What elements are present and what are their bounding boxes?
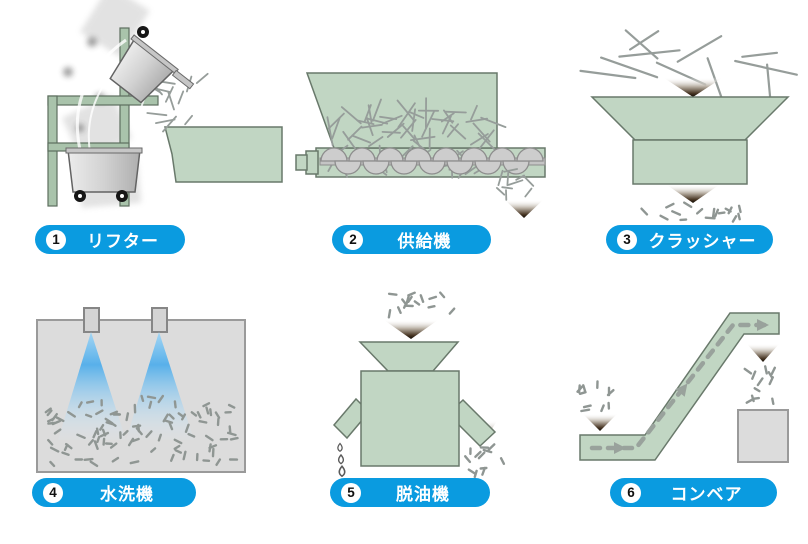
step-number-badge: 5 [341,482,361,503]
spray-nozzle-icon [151,307,168,333]
flow-arrowhead-icon [614,442,626,454]
feeder-illustration [295,72,546,218]
flow-arrowhead-icon [757,319,769,331]
washed-chips [44,394,239,468]
flow-arrow-down-icon [583,414,617,431]
step-number-badge: 6 [621,482,641,503]
flow-arrowhead-icon [675,383,688,397]
step-label-text: 脱油機 [396,485,450,504]
step-label-text: 水洗機 [100,485,154,504]
step-label-text: リフター [87,232,159,251]
feeder-output-chips [495,168,535,201]
washer-illustration [36,307,246,473]
deoiler-output-chips [464,443,506,479]
oil-drip-icon [337,442,346,478]
feeder-hopper [305,72,498,149]
flow-arrow-down-icon [667,185,719,203]
step-number-badge: 2 [343,229,363,250]
step-label-deoiler: 5 脱油機 [330,478,490,507]
deoiler-input-chips [387,291,456,319]
conveyor-input-chips [576,380,615,413]
step-number-badge: 1 [46,229,66,250]
lifter-illustration [47,0,283,208]
step-label-text: クラッシャー [648,232,757,251]
step-label-text: コンベア [670,485,743,504]
water-spray-icon [58,332,126,440]
crushed-chips [640,201,742,223]
conveyor-output-chips [743,365,776,405]
deoiler-illustration [332,291,506,479]
step-label-text: 供給機 [397,232,452,251]
deoiler-body [360,370,460,467]
crusher-funnel [590,96,790,141]
spray-nozzle-icon [83,307,100,333]
long-chips [579,29,798,108]
deoiler-funnel [358,341,460,372]
step-number-badge: 4 [43,482,63,503]
step-number-badge: 3 [617,229,637,250]
step-label-washer: 4 水洗機 [32,478,196,507]
water-spray-icon [126,332,194,440]
crusher-body [632,139,748,185]
crusher-illustration [579,29,798,223]
conveyor-belt [579,312,780,461]
flow-arrow-down-icon [505,200,543,218]
step-label-conveyor: 6 コンベア [610,478,777,507]
step-label-crusher: 3 クラッシャー [606,225,773,254]
tipping-cart [109,26,195,104]
conveyor-illustration [576,312,789,463]
chip-cart [65,147,143,202]
step-label-feeder: 2 供給機 [332,225,491,254]
collection-box [737,409,789,463]
flow-arrow-down-icon [384,320,438,339]
screw-conveyor [320,147,544,175]
step-label-lifter: 1 リフター [35,225,185,254]
lifter-center-post [119,27,130,207]
flow-arrow-down-icon [747,344,779,362]
flow-arrow-down-icon [664,78,722,97]
hopper-chips [326,97,507,155]
receiving-bin [164,126,283,183]
